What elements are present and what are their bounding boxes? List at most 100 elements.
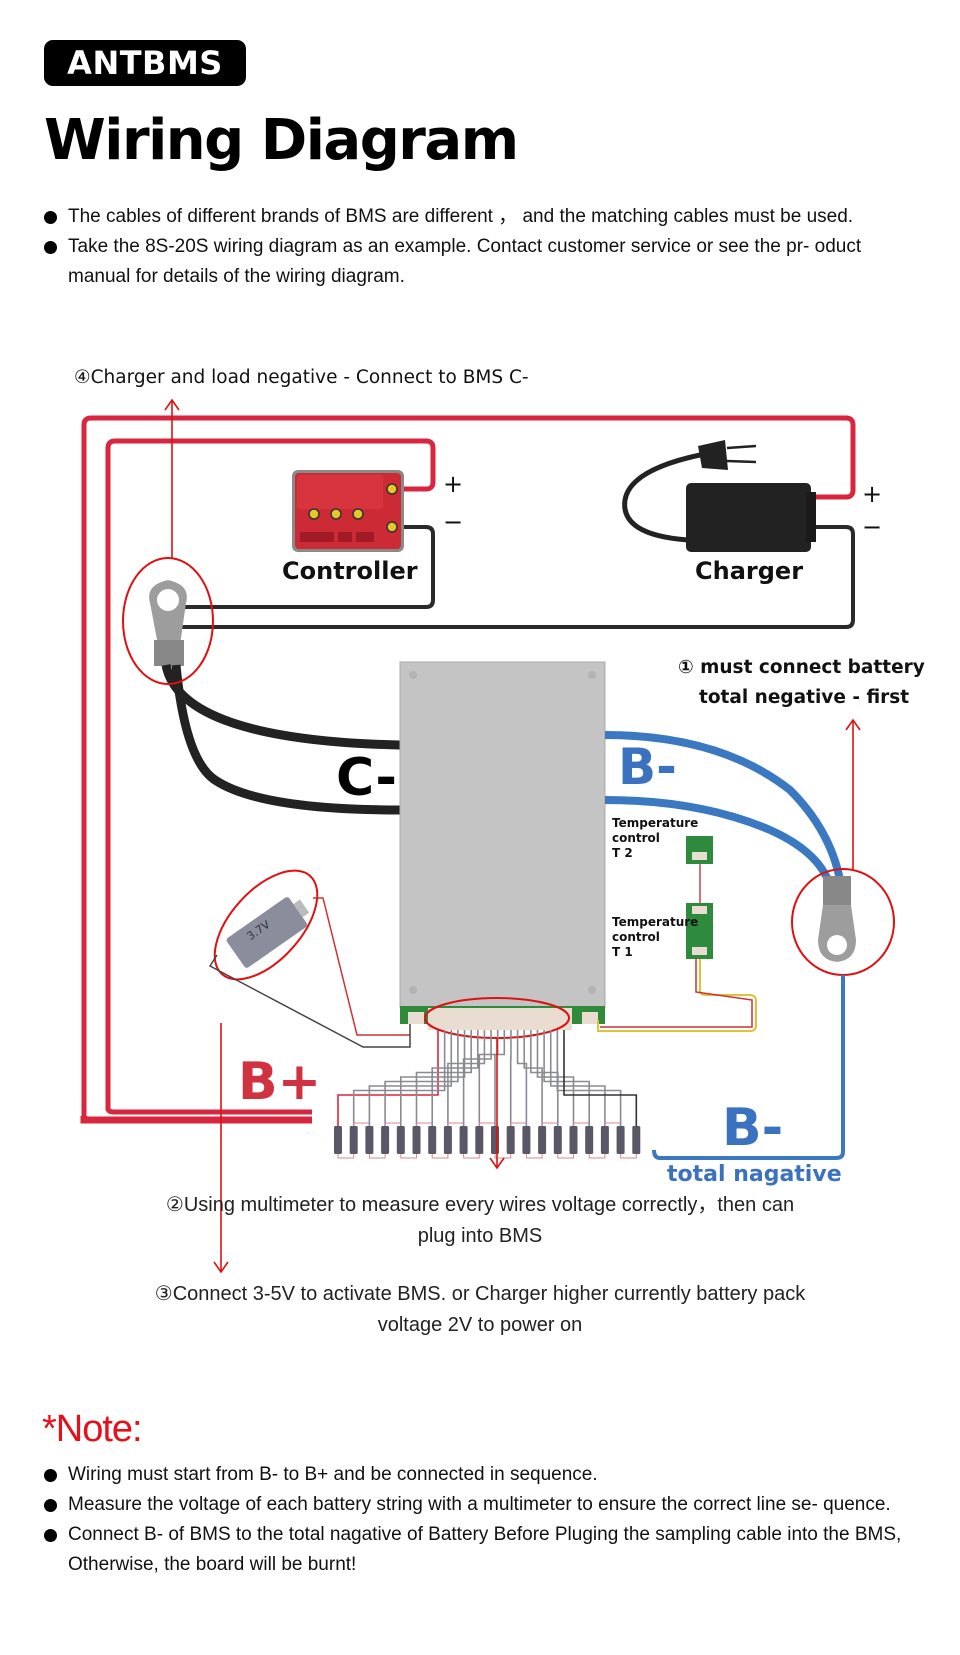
controller-label: Controller [282, 557, 418, 585]
charger-power-cord [622, 452, 701, 543]
bullet-text: The cables of different brands of BMS ar… [68, 206, 854, 227]
step1-arrow-head [845, 718, 861, 731]
sampling-harness [334, 1030, 641, 1159]
b-plus-main-wire [80, 1116, 312, 1124]
battery-cell [428, 1126, 437, 1154]
temperature-t2-label: Temperature control T 2 [612, 816, 698, 861]
black-wire-controller [180, 525, 435, 609]
battery-cell [506, 1126, 515, 1154]
temperature-sensor-t2 [686, 836, 713, 864]
step1-label-line1: ① must connect battery [678, 657, 925, 678]
b-minus-bottom-label: B- [722, 1098, 784, 1158]
battery-cell [522, 1126, 531, 1154]
sampling-wire [352, 1030, 446, 1126]
battery-cell [616, 1126, 625, 1154]
cell-series-link [604, 1122, 622, 1126]
battery-cell [365, 1126, 374, 1154]
page-title: Wiring Diagram [44, 108, 519, 173]
step2-line: ②Using multimeter to measure every wires… [165, 1194, 795, 1216]
cell-negative-wire [208, 954, 411, 1048]
cell-series-link [588, 1154, 606, 1159]
step3-text: ③Connect 3-5V to activate BMS. or Charge… [0, 1279, 960, 1341]
battery-cell [396, 1126, 405, 1154]
black-wire-charger [180, 525, 855, 629]
cell-series-link [557, 1154, 574, 1159]
red-wire-inner [105, 438, 436, 1110]
sampling-wire [462, 1030, 492, 1126]
b-plus-inner-join [105, 1107, 312, 1115]
controller-minus-sign: − [443, 508, 464, 536]
intro-bullet-list: The cables of different brands of BMS ar… [42, 202, 922, 292]
sampling-wire [447, 1030, 486, 1126]
battery-cell [538, 1126, 547, 1154]
b-minus-cable-2 [604, 796, 832, 882]
charger-label: Charger [695, 557, 804, 585]
cell-positive-wire [313, 897, 410, 1036]
battery-cell [600, 1126, 609, 1154]
sampling-wire [494, 1030, 506, 1126]
bullet-text: Take the 8S-20S wiring diagram as an exa… [68, 236, 862, 287]
sampling-wire [563, 1030, 638, 1126]
red-circle-c-minus [122, 557, 214, 685]
cell-series-link [573, 1122, 590, 1126]
battery-cell [553, 1126, 562, 1154]
temp-t2-line: T 2 [612, 846, 633, 860]
step2-arrow-head [489, 1157, 505, 1170]
c-minus-cable-1 [161, 663, 401, 750]
bullet-dot-icon [44, 1469, 57, 1482]
step3-line: voltage 2V to power on [377, 1314, 583, 1336]
b-minus-top-label: B- [618, 738, 677, 796]
cell-series-link [353, 1122, 370, 1126]
cell-series-link [447, 1122, 465, 1126]
step3-line: ③Connect 3-5V to activate BMS. or Charge… [154, 1283, 806, 1305]
controller-device [292, 470, 404, 552]
charger-minus-sign: − [862, 513, 883, 541]
cell-series-link [494, 1154, 512, 1159]
step2-text: ②Using multimeter to measure every wires… [0, 1190, 960, 1252]
cell-series-link [416, 1122, 433, 1126]
bms-board [399, 661, 606, 1030]
bullet-dot-icon [44, 241, 57, 254]
note-bullet: Wiring must start from B- to B+ and be c… [42, 1460, 922, 1490]
sampling-wire [384, 1030, 459, 1126]
sampling-wire [536, 1030, 575, 1126]
step4-arrow-head [164, 398, 180, 411]
charger-device [622, 440, 816, 552]
bullet-dot-icon [44, 1529, 57, 1542]
note-title: *Note: [42, 1408, 143, 1450]
battery-cell [443, 1126, 452, 1154]
red-wire-outer [81, 415, 856, 1120]
temp-t2-line: Temperature [612, 816, 699, 830]
temp-t1-line: control [612, 930, 660, 944]
sampling-wire [415, 1030, 472, 1126]
c-minus-label: C- [336, 748, 397, 808]
cell-series-link [384, 1122, 402, 1126]
brand-badge: ANTBMS [44, 40, 246, 86]
cell-series-link [400, 1154, 417, 1159]
b-minus-cable-1 [604, 731, 844, 881]
bullet-dot-icon [44, 211, 57, 224]
bullet-dot-icon [44, 1499, 57, 1512]
c-minus-cable-2 [171, 664, 401, 815]
intro-bullet: The cables of different brands of BMS ar… [42, 202, 922, 232]
battery-cell [334, 1126, 342, 1154]
cell-series-link [541, 1122, 559, 1126]
plug-icon [698, 440, 728, 470]
temp-t2-line: control [612, 831, 660, 845]
step3-arrow-head [213, 1261, 229, 1274]
battery-cell [412, 1126, 421, 1154]
total-negative-label: total nagative [667, 1162, 842, 1187]
temp-t1-line: Temperature [612, 915, 699, 929]
battery-cell [459, 1126, 468, 1154]
ring-terminal-b-minus [818, 876, 856, 962]
sampling-wire [516, 1030, 528, 1126]
sampling-wire [543, 1030, 590, 1126]
note-bullet: Connect B- of BMS to the total nagative … [42, 1520, 922, 1580]
red-circle-activation-cell [213, 869, 319, 981]
battery-cell [632, 1126, 641, 1154]
sampling-wire [368, 1030, 453, 1126]
sampling-wire [549, 1030, 606, 1126]
b-plus-label: B+ [238, 1052, 322, 1112]
note-bullet: Measure the voltage of each battery stri… [42, 1490, 922, 1520]
cell-series-link [525, 1154, 543, 1159]
